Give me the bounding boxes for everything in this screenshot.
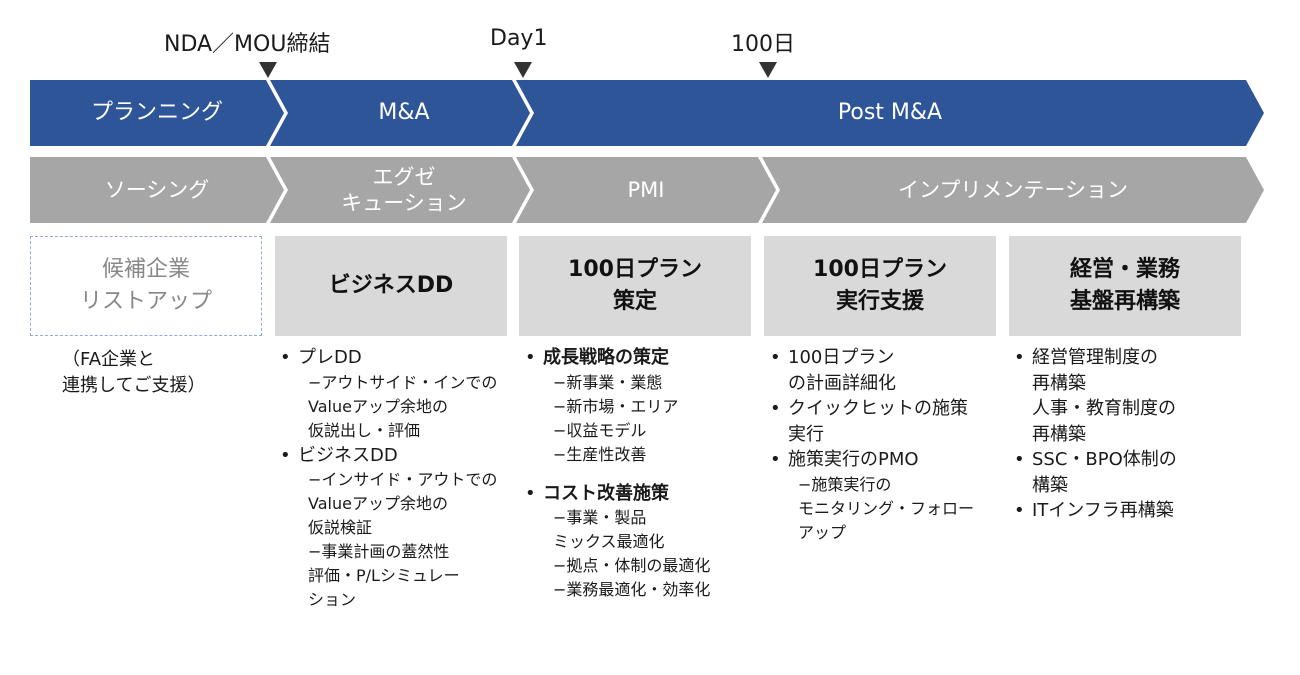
list-item: • コスト改善施策	[525, 481, 765, 507]
box-candidate-list-label: 候補企業 リストアップ	[79, 257, 212, 314]
box-100day-plan-label: 100日プラン 策定	[568, 257, 702, 314]
list-subitem: −新事業・業態	[553, 372, 663, 392]
list-subitem: −アウトサイド・インでの Valueアップ余地の 仮説出し・評価	[308, 372, 498, 440]
list-subitem: −インサイド・アウトでの Valueアップ余地の 仮説検証	[308, 470, 498, 538]
list-item: • SSC・BPO体制の 構築	[1014, 447, 1254, 498]
activity-pmi-label: PMI	[627, 177, 665, 202]
list-subitem: −業務最適化・効率化	[553, 580, 711, 600]
bullet-icon: •	[280, 347, 291, 368]
bullet-icon: •	[280, 444, 291, 466]
fa-note: （FA企業と 連携してご支援）	[62, 349, 206, 397]
list-item: • 成長戦略の策定	[525, 345, 765, 371]
list-item: • ITインフラ再構築	[1014, 498, 1254, 524]
milestone-100days-marker-icon	[759, 62, 777, 78]
activity-implementation-label: インプリメンテーション	[898, 177, 1128, 202]
phase-planning-label: プランニング	[90, 100, 223, 126]
activity-sourcing-label: ソーシング	[104, 177, 210, 202]
list-item-text: クイックヒットの施策 実行	[788, 398, 968, 445]
list-subitem: −施策実行の モニタリング・フォロー アップ	[798, 474, 975, 542]
list-item-text: 成長戦略の策定	[543, 347, 669, 368]
box-business-dd-label: ビジネスDD	[328, 273, 454, 299]
list-subitem: −事業・製品 ミックス最適化	[553, 508, 665, 552]
activity-sourcing: ソーシング	[30, 157, 284, 223]
bullet-icon: •	[1014, 500, 1025, 522]
list-item: • 100日プラン の計画詳細化	[770, 345, 1010, 396]
list-item-text: 施策実行のPMO	[788, 449, 919, 471]
bullet-icon: •	[770, 449, 781, 471]
details-100day-plan: •成長戦略の策定 −新事業・業態 −新市場・エリア −収益モデル −生産性改善 …	[525, 345, 765, 602]
phase-post-ma-label: Post M&A	[837, 100, 943, 126]
list-item-text: 経営管理制度の 再構築 人事・教育制度の 再構築	[1032, 347, 1176, 445]
box-rebuild: 経営・業務 基盤再構築	[1009, 236, 1241, 336]
list-item-text: ITインフラ再構築	[1032, 500, 1174, 522]
list-subitem: −拠点・体制の最適化	[553, 556, 711, 576]
list-subitem: −生産性改善	[553, 444, 647, 464]
list-item-text: ビジネスDD	[298, 444, 398, 466]
list-subitem: −新市場・エリア	[553, 396, 679, 416]
phase-ma: M&A	[270, 80, 530, 146]
box-100day-plan: 100日プラン 策定	[519, 236, 751, 336]
list-item: • プレDD	[280, 345, 520, 371]
bullet-icon: •	[1014, 449, 1025, 471]
list-item: • 施策実行のPMO	[770, 447, 1010, 473]
box-rebuild-label: 経営・業務 基盤再構築	[1069, 257, 1180, 314]
list-item-text: 100日プラン の計画詳細化	[788, 347, 896, 394]
list-item: • ビジネスDD	[280, 443, 520, 469]
activity-implementation: インプリメンテーション	[762, 157, 1264, 223]
box-100day-execution-label: 100日プラン 実行支援	[813, 257, 947, 314]
details-business-dd: • プレDD −アウトサイド・インでの Valueアップ余地の 仮説出し・評価 •…	[280, 345, 520, 612]
phase-planning: プランニング	[30, 80, 284, 146]
bullet-icon: •	[1014, 347, 1025, 368]
list-item: • クイックヒットの施策 実行	[770, 396, 1010, 447]
milestone-nda-marker-icon	[259, 62, 277, 78]
bullet-icon: •	[525, 347, 536, 368]
milestone-100days: 100日	[731, 32, 795, 57]
phase-ma-label: M&A	[378, 100, 430, 126]
milestone-day1: Day1	[490, 26, 548, 51]
list-subitem: −収益モデル	[553, 420, 647, 440]
details-rebuild: • 経営管理制度の 再構築 人事・教育制度の 再構築 • SSC・BPO体制の 構築…	[1014, 345, 1254, 524]
box-100day-execution: 100日プラン 実行支援	[764, 236, 996, 336]
list-item-text: コスト改善施策	[543, 482, 669, 504]
activity-execution-label: エグゼ キューション	[341, 164, 467, 215]
list-item-text: プレDD	[298, 347, 362, 368]
list-item-text: SSC・BPO体制の 構築	[1032, 449, 1177, 496]
bullet-icon: •	[525, 482, 536, 504]
bullet-icon: •	[770, 398, 781, 420]
box-business-dd: ビジネスDD	[275, 236, 507, 336]
details-100day-execution: • 100日プラン の計画詳細化 • クイックヒットの施策 実行 • 施策実行のPMO…	[770, 345, 1010, 545]
activity-execution: エグゼ キューション	[270, 157, 530, 223]
activity-pmi: PMI	[516, 157, 776, 223]
box-candidate-list: 候補企業 リストアップ	[30, 236, 262, 336]
phase-post-ma: Post M&A	[516, 80, 1264, 146]
milestone-nda-mou: NDA／MOU締結	[164, 32, 331, 57]
list-subitem: −事業計画の蓋然性 評価・P/Lシミュレー ション	[308, 542, 460, 610]
list-item: • 経営管理制度の 再構築 人事・教育制度の 再構築	[1014, 345, 1254, 447]
bullet-icon: •	[770, 347, 781, 368]
milestone-day1-marker-icon	[514, 62, 532, 78]
